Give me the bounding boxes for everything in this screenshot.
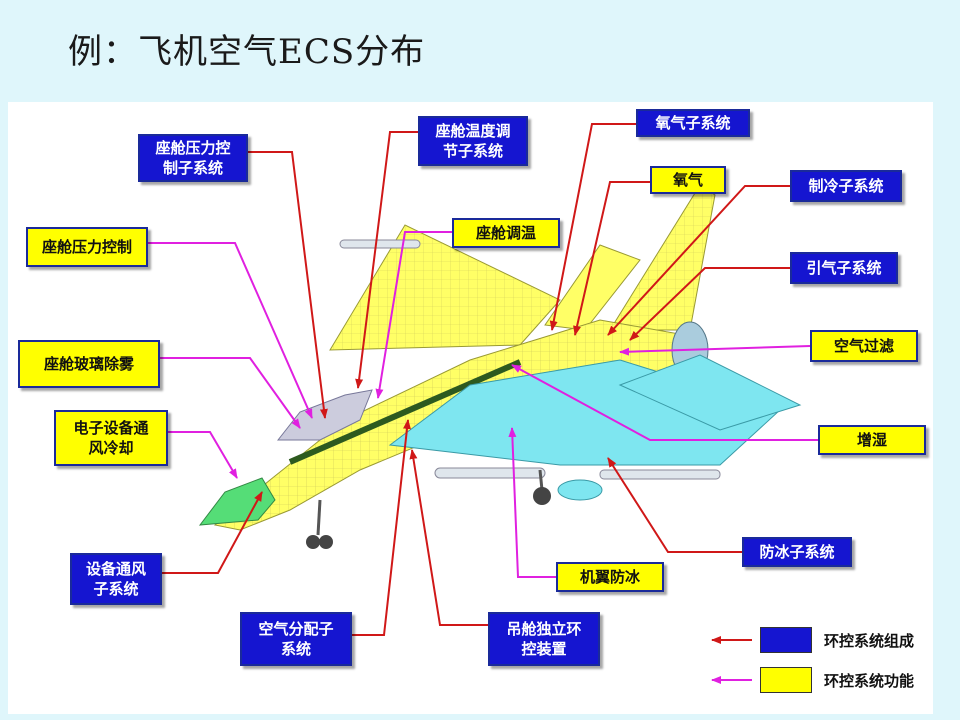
label-wing-anti-ice: 机翼防冰 [556,562,664,592]
legend-arrows [711,636,752,684]
page-title: 例：飞机空气ECS分布 [68,32,426,72]
label-electronics-cooling: 电子设备通 风冷却 [54,410,168,466]
label-cabin-temp-regulation: 座舱调温 [452,218,560,248]
legend-component-swatch [760,627,812,653]
function-arrows [148,231,818,578]
component-arrows [162,123,790,636]
label-air-filtration: 空气过滤 [810,330,918,362]
label-cabin-pressure-control: 座舱压力控制 [26,227,148,267]
label-anti-ice-subsystem: 防冰子系统 [742,537,852,567]
label-canopy-defog: 座舱玻璃除雾 [18,340,160,388]
label-cabin-pressure-control-subsystem: 座舱压力控 制子系统 [138,134,248,182]
label-humidification: 增湿 [818,425,926,455]
legend-component-label: 环控系统组成 [824,632,915,650]
legend-function-swatch [760,667,812,693]
label-air-distribution-subsystem: 空气分配子 系统 [240,612,352,666]
label-oxygen-subsystem: 氧气子系统 [636,109,750,137]
label-pod-independent-ecs: 吊舱独立环 控装置 [488,612,600,666]
label-oxygen: 氧气 [650,166,726,194]
label-equipment-ventilation-subsystem: 设备通风 子系统 [70,553,162,605]
aircraft-illustration [198,184,802,549]
label-bleed-air-subsystem: 引气子系统 [790,252,898,284]
label-refrigeration-subsystem: 制冷子系统 [790,170,902,202]
label-cabin-temp-regulation-subsystem: 座舱温度调 节子系统 [418,116,528,166]
legend-function-label: 环控系统功能 [824,672,915,690]
